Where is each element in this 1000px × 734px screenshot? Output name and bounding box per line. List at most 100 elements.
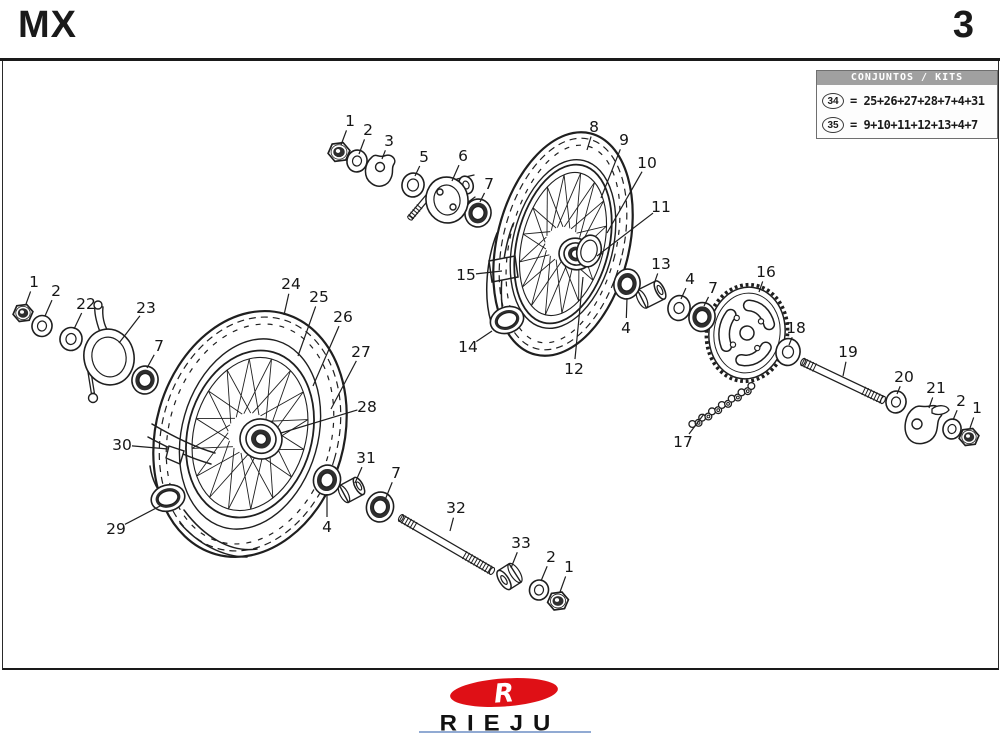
- spoke: [546, 186, 548, 236]
- callout-1: 1: [340, 112, 355, 146]
- callout-20: 20: [894, 368, 914, 395]
- callout-leader: [449, 517, 455, 532]
- bearing-4: [312, 464, 342, 496]
- spoke: [556, 172, 582, 228]
- spoke: [228, 454, 257, 510]
- chain-pin: [716, 408, 721, 413]
- callout-label: 7: [484, 175, 494, 193]
- callout-leader: [280, 409, 358, 434]
- callout-leader: [131, 445, 169, 450]
- callout-19: 19: [838, 343, 858, 377]
- kit-id-badge: 35: [822, 117, 844, 133]
- spoke: [209, 454, 248, 498]
- callout-label: 2: [956, 392, 966, 410]
- callout-leader: [606, 171, 643, 234]
- fork-tab-30: [165, 445, 185, 465]
- fender-stay: [183, 509, 258, 551]
- callout-18: 18: [786, 319, 806, 346]
- callout-1: 1: [559, 558, 574, 593]
- spoke: [519, 254, 550, 263]
- chain-pin: [735, 395, 740, 400]
- callout-label: 27: [351, 343, 371, 361]
- callout-leader: [451, 164, 460, 182]
- callout-3: 3: [381, 132, 394, 160]
- content-frame: [2, 61, 999, 670]
- spoke: [575, 173, 582, 233]
- callout-leader: [312, 325, 340, 387]
- thread: [412, 209, 419, 215]
- spoke: [240, 452, 252, 510]
- callout-leader: [928, 397, 934, 409]
- thread: [864, 387, 870, 397]
- thread: [410, 211, 417, 217]
- callout-leader: [596, 212, 654, 257]
- spoke: [208, 390, 243, 415]
- callout-10: 10: [606, 154, 657, 234]
- thread: [462, 550, 468, 560]
- spoke: [209, 440, 230, 498]
- rieju-emblem: R: [450, 678, 558, 708]
- callout-leader: [384, 482, 393, 501]
- callout-label: 7: [391, 464, 401, 482]
- chain-pin: [745, 389, 750, 394]
- sprocket-bolt-hole: [729, 341, 737, 348]
- spoke: [519, 236, 547, 263]
- callout-4: 4: [322, 494, 332, 536]
- callout-label: 11: [651, 198, 671, 216]
- thread: [414, 206, 421, 212]
- callout-label: 10: [637, 154, 657, 172]
- spoke: [252, 370, 291, 414]
- spoke: [270, 370, 291, 428]
- spoke: [196, 451, 240, 477]
- spoke: [228, 447, 235, 510]
- callout-leader: [118, 315, 141, 344]
- callout-14: 14: [458, 330, 493, 356]
- callout-label: 32: [446, 499, 466, 517]
- callout-leader: [354, 466, 363, 484]
- callout-label: 4: [621, 319, 631, 337]
- callout-label: 16: [756, 263, 776, 281]
- callout-leader: [703, 296, 710, 307]
- callout-leader: [414, 165, 421, 177]
- spoke: [192, 446, 233, 449]
- spoke: [226, 370, 232, 424]
- thread: [867, 389, 872, 398]
- callout-33: 33: [510, 534, 531, 569]
- header-rule: [0, 58, 1000, 61]
- callout-leader: [73, 312, 83, 330]
- callout-label: 29: [106, 520, 126, 538]
- callout-11: 11: [596, 198, 671, 257]
- seal-7: [464, 198, 492, 228]
- thread: [875, 393, 881, 403]
- callout-9: 9: [600, 131, 629, 199]
- thread: [809, 361, 815, 371]
- thread: [878, 394, 884, 404]
- callout-17: 17: [673, 413, 705, 451]
- spoke: [226, 369, 252, 414]
- spoke: [243, 358, 272, 414]
- thread: [486, 565, 493, 574]
- callout-16: 16: [756, 263, 776, 293]
- callout-leader: [358, 139, 366, 155]
- kits-panel-title: CONJUNTOS / KITS: [817, 71, 997, 85]
- spoke: [191, 424, 231, 449]
- callout-leader: [896, 386, 901, 395]
- callout-21: 21: [926, 379, 946, 409]
- brake-plate-23: [83, 328, 135, 386]
- hex-nut-1: [327, 141, 351, 163]
- thread: [409, 520, 415, 529]
- callout-8: 8: [586, 118, 599, 151]
- callout-label: 12: [564, 360, 584, 378]
- chain-17: [688, 381, 756, 429]
- seal-7: [688, 301, 716, 333]
- hex-nut-1: [958, 427, 980, 447]
- callout-label: 7: [708, 279, 718, 297]
- kits-panel: CONJUNTOS / KITS 34 = 25+26+27+28+7+4+31…: [816, 70, 998, 139]
- callout-label: 20: [894, 368, 914, 386]
- spoke: [522, 258, 556, 288]
- spoke: [563, 174, 571, 229]
- washer-18: [775, 337, 801, 367]
- spoke: [563, 182, 595, 228]
- front-axle-32: [397, 513, 496, 576]
- kit-row: 34 = 25+26+27+28+7+4+31: [822, 93, 997, 109]
